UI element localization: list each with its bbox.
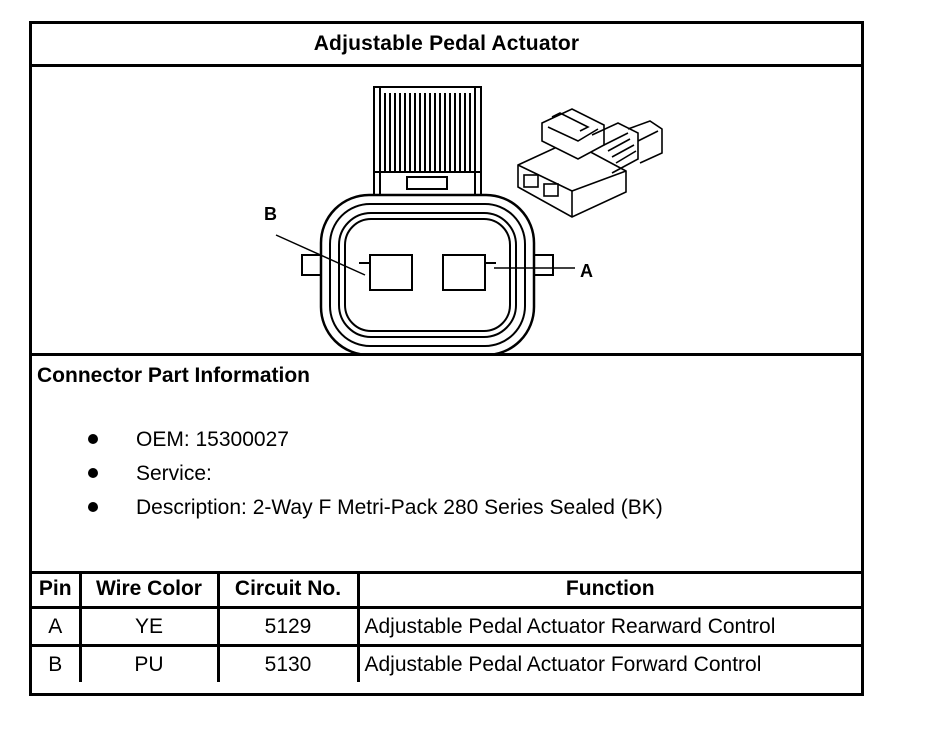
table-row: B PU 5130 Adjustable Pedal Actuator Forw… bbox=[32, 644, 861, 682]
pin-label-b: B bbox=[264, 204, 277, 224]
cell-pin: B bbox=[32, 644, 82, 682]
info-item-oem: OEM: 15300027 bbox=[32, 428, 663, 462]
pin-table: Pin Wire Color Circuit No. Function A YE… bbox=[32, 571, 861, 682]
connector-face-icon bbox=[275, 86, 575, 353]
connector-sheet: Adjustable Pedal Actuator bbox=[29, 21, 864, 696]
cell-circuit: 5129 bbox=[216, 606, 360, 647]
cell-pin: A bbox=[32, 606, 82, 647]
title-bar: Adjustable Pedal Actuator bbox=[32, 24, 861, 67]
info-item-description: Description: 2-Way F Metri-Pack 280 Seri… bbox=[32, 496, 663, 530]
page-title: Adjustable Pedal Actuator bbox=[313, 32, 580, 55]
bullet-icon bbox=[88, 434, 98, 444]
table-header-row: Pin Wire Color Circuit No. Function bbox=[32, 571, 861, 609]
cell-circuit: 5130 bbox=[216, 644, 360, 682]
info-item-service: Service: bbox=[32, 462, 663, 496]
header-wire-color: Wire Color bbox=[78, 571, 220, 609]
table-row: A YE 5129 Adjustable Pedal Actuator Rear… bbox=[32, 606, 861, 647]
pin-label-a: A bbox=[580, 261, 593, 281]
info-item-text: Service: bbox=[136, 462, 212, 485]
cell-wire-color: YE bbox=[78, 606, 220, 647]
info-heading: Connector Part Information bbox=[37, 364, 311, 387]
bullet-icon bbox=[88, 468, 98, 478]
connector-part-info: Connector Part Information OEM: 15300027… bbox=[32, 356, 861, 574]
header-circuit-no: Circuit No. bbox=[216, 571, 360, 609]
info-list: OEM: 15300027 Service: Description: 2-Wa… bbox=[32, 428, 663, 530]
bullet-icon bbox=[88, 502, 98, 512]
connector-3d-icon bbox=[517, 108, 663, 218]
header-pin: Pin bbox=[32, 571, 82, 609]
connector-drawing-panel: B A bbox=[32, 67, 861, 356]
connector-drawing: B A bbox=[264, 86, 663, 353]
info-item-text: OEM: 15300027 bbox=[136, 428, 289, 451]
cell-wire-color: PU bbox=[78, 644, 220, 682]
header-function: Function bbox=[356, 571, 861, 609]
cell-function: Adjustable Pedal Actuator Rearward Contr… bbox=[356, 606, 861, 647]
info-item-text: Description: 2-Way F Metri-Pack 280 Seri… bbox=[136, 496, 663, 519]
cell-function: Adjustable Pedal Actuator Forward Contro… bbox=[356, 644, 861, 682]
